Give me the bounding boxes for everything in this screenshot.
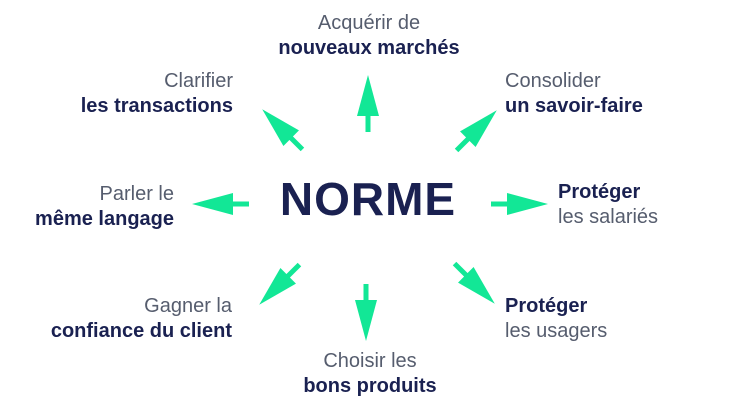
spoke-label-bottom-left: Gagner la confiance du client bbox=[26, 294, 232, 344]
spoke-line1: Parler le bbox=[99, 183, 174, 205]
spoke-line2: un savoir-faire bbox=[505, 95, 643, 117]
spoke-line1: Choisir les bbox=[323, 350, 417, 372]
spoke-line1: Protéger bbox=[505, 295, 588, 317]
spoke-line1: Protéger bbox=[558, 181, 641, 203]
spoke-line2: même langage bbox=[35, 208, 174, 230]
arrow-down-right-icon bbox=[445, 254, 506, 315]
spoke-line1: Clarifier bbox=[164, 70, 233, 92]
spoke-line1: Consolider bbox=[505, 70, 601, 92]
spoke-label-bottom: Choisir les bons produits bbox=[270, 349, 470, 399]
spoke-line2: les transactions bbox=[80, 95, 233, 117]
spoke-line1: Gagner la bbox=[144, 295, 232, 317]
spoke-label-top-left: Clarifier les transactions bbox=[33, 69, 233, 119]
spoke-label-top: Acquérir de nouveaux marchés bbox=[269, 11, 469, 61]
spoke-line2: nouveaux marchés bbox=[278, 37, 460, 59]
spoke-line2: bons produits bbox=[303, 375, 437, 397]
arrow-right-icon bbox=[491, 190, 549, 218]
spoke-line2: les usagers bbox=[505, 320, 608, 342]
spoke-line2: confiance du client bbox=[50, 320, 232, 342]
center-title: NORME bbox=[279, 173, 457, 225]
arrow-left-icon bbox=[191, 190, 249, 218]
spoke-label-bottom-right: Protéger les usagers bbox=[505, 294, 685, 344]
spoke-label-right: Protéger les salariés bbox=[558, 180, 728, 230]
spoke-label-top-right: Consolider un savoir-faire bbox=[505, 69, 715, 119]
spoke-label-left: Parler le même langage bbox=[14, 182, 174, 232]
arrow-down-left-icon bbox=[249, 255, 310, 316]
arrow-up-right-icon bbox=[447, 100, 508, 161]
spoke-line2: les salariés bbox=[558, 206, 659, 228]
spoke-line1: Acquérir de bbox=[317, 12, 421, 34]
arrow-up-left-icon bbox=[252, 99, 313, 160]
arrow-down-icon bbox=[352, 284, 380, 342]
arrow-up-icon bbox=[354, 74, 382, 132]
